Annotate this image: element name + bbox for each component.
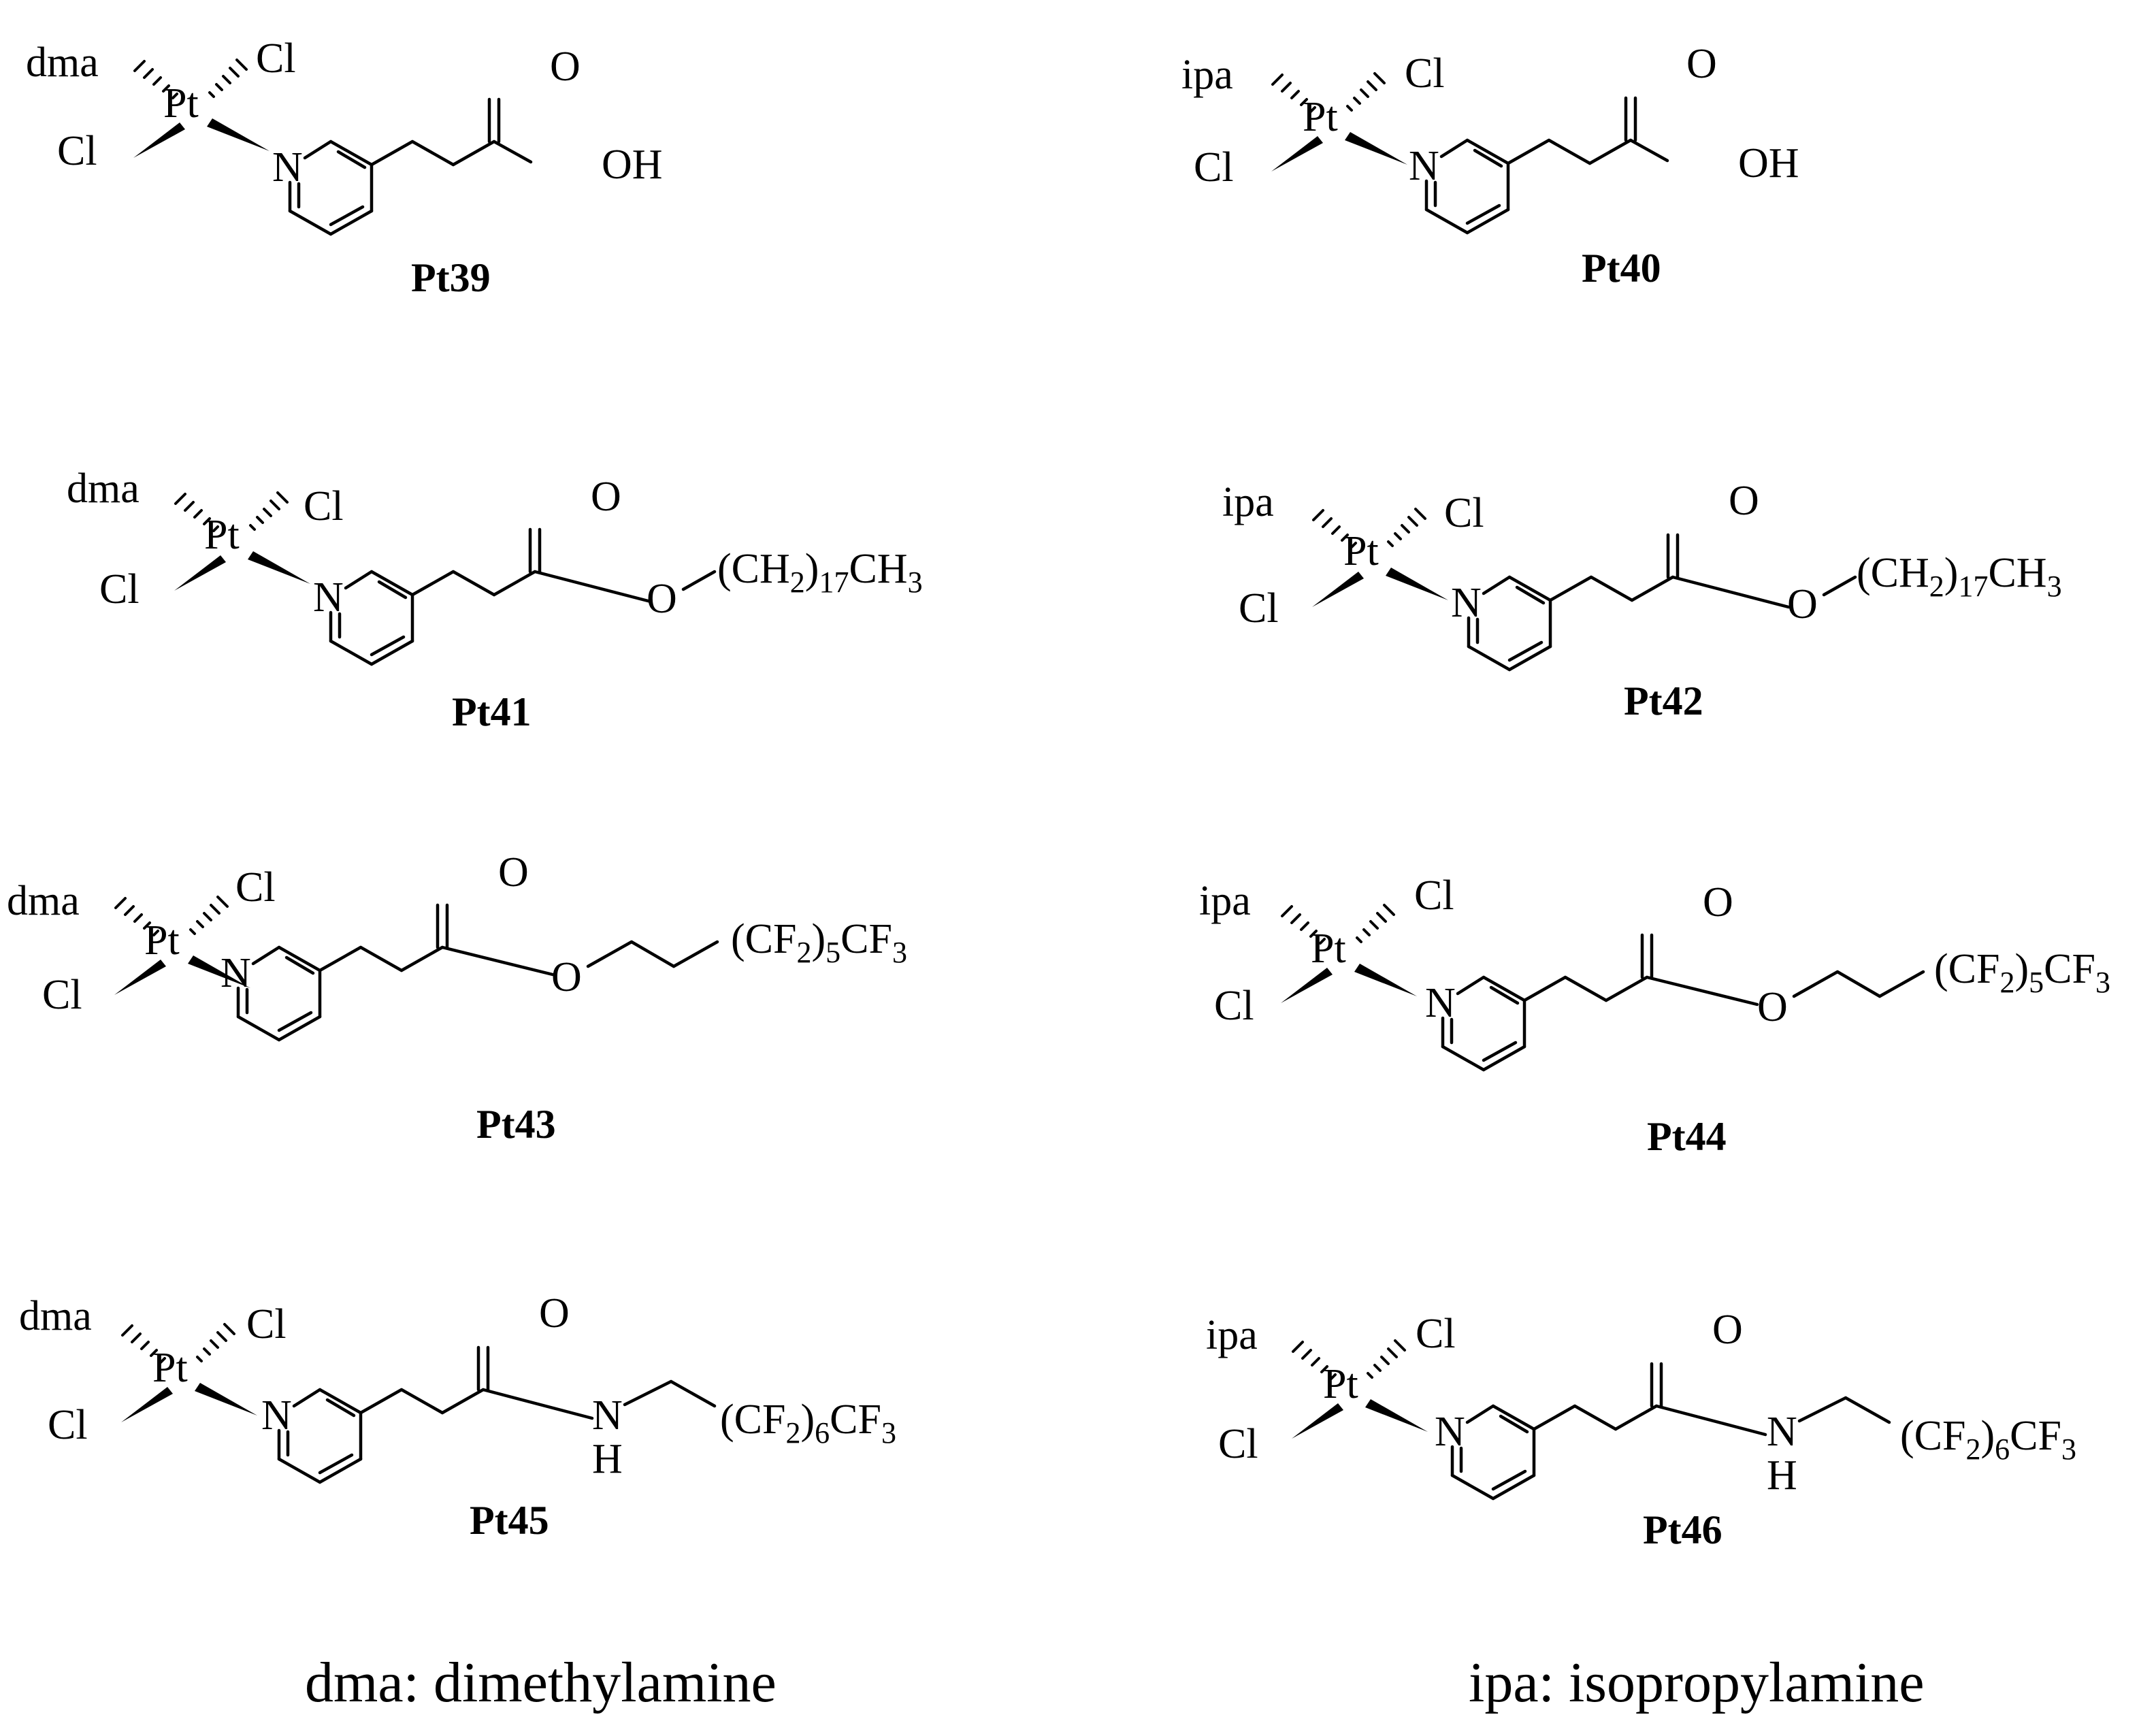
compound-pt45: dma Cl Pt Cl N O N H (CF2)6CF3 Pt45 [19,1290,896,1543]
amide-nitrogen-label: N [1767,1409,1797,1455]
carbonyl-oxygen-label: O [1712,1307,1743,1353]
chloride-label: Cl [99,566,140,612]
platinum-label: Pt [1323,1361,1358,1407]
compound-id: Pt43 [476,1102,556,1147]
carbonyl-oxygen-label: O [498,849,529,896]
chloride-label: Cl [1405,50,1445,97]
platinum-label: Pt [1303,94,1338,140]
compound-pt46: ipa Cl Pt Cl N O N H (CF2)6CF3 Pt46 [1206,1307,2076,1552]
alkyl-tail-label: (CH2)17CH3 [1857,550,2062,603]
compound-pt41: dma Cl Pt Cl N O O (CH2)17CH3 Pt41 [67,465,923,734]
chloride-label: Cl [1218,1421,1258,1467]
compound-id: Pt41 [452,689,532,734]
chloride-label: Cl [1444,490,1484,536]
platinum-label: Pt [163,80,199,127]
fluoroalkyl-tail-label: (CF2)6CF3 [1900,1413,2076,1466]
ester-oxygen-label: O [1757,984,1788,1030]
carbonyl-oxygen-label: O [550,44,581,90]
compound-id: Pt46 [1643,1507,1722,1552]
compound-id: Pt44 [1647,1114,1727,1159]
amide-hydrogen-label: H [592,1436,623,1482]
hydroxyl-label: OH [602,142,663,188]
compound-pt44: ipa Cl Pt Cl N O O (CF2)5CF3 Pt44 [1199,872,2110,1159]
compound-id: Pt40 [1582,246,1661,291]
amide-hydrogen-label: H [1767,1452,1797,1499]
platinum-label: Pt [152,1345,188,1391]
alkyl-tail-label: (CH2)17CH3 [717,546,923,599]
chloride-label: Cl [1239,585,1279,632]
amine-label: dma [19,1293,92,1339]
amine-label: dma [7,878,80,924]
compound-id: Pt39 [411,255,491,300]
compound-pt43: dma Cl Pt Cl N O O (CF2)5CF3 Pt43 [7,849,907,1147]
platinum-label: Pt [1311,926,1346,972]
fluoroalkyl-tail-label: (CF2)6CF3 [720,1396,896,1450]
legend-dma: dma: dimethylamine [305,1651,777,1714]
carbonyl-oxygen-label: O [539,1290,570,1337]
chloride-label: Cl [42,972,82,1018]
chloride-label: Cl [235,864,276,911]
chloride-label: Cl [1414,872,1454,919]
platinum-label: Pt [1343,528,1379,574]
chloride-label: Cl [57,128,97,174]
chloride-label: Cl [246,1301,287,1347]
amine-label: ipa [1206,1312,1258,1358]
chloride-label: Cl [1416,1311,1456,1357]
compound-pt40: ipa Cl Pt Cl N O OH Pt40 [1181,41,1799,291]
carbonyl-oxygen-label: O [1703,879,1733,926]
compound-pt39: dma Cl Pt Cl N O OH Pt39 [26,35,663,300]
chloride-label: Cl [1194,144,1234,191]
fluoroalkyl-tail-label: (CF2)5CF3 [1934,946,2110,999]
ester-oxygen-label: O [551,954,582,1000]
amide-nitrogen-label: N [592,1392,623,1439]
amine-label: dma [67,465,140,512]
compound-id: Pt42 [1624,678,1703,723]
amine-label: dma [26,39,99,86]
carbonyl-oxygen-label: O [1729,478,1759,524]
chloride-label: Cl [256,35,296,82]
ester-oxygen-label: O [1787,581,1818,627]
amine-label: ipa [1181,52,1233,98]
carbonyl-oxygen-label: O [1686,41,1717,87]
fluoroalkyl-tail-label: (CF2)5CF3 [731,916,907,969]
chloride-label: Cl [48,1402,88,1448]
chloride-label: Cl [304,483,344,529]
hydroxyl-label: OH [1738,140,1799,186]
legend-ipa: ipa: isopropylamine [1469,1651,1925,1714]
compound-id: Pt45 [470,1498,549,1543]
compound-pt42: ipa Cl Pt Cl N O O (CH2)17CH3 Pt42 [1222,478,2062,723]
carbonyl-oxygen-label: O [591,474,621,520]
ester-oxygen-label: O [647,576,677,622]
chloride-label: Cl [1214,983,1254,1029]
platinum-label: Pt [144,917,180,964]
amine-label: ipa [1199,878,1251,924]
amine-label: ipa [1222,479,1274,525]
